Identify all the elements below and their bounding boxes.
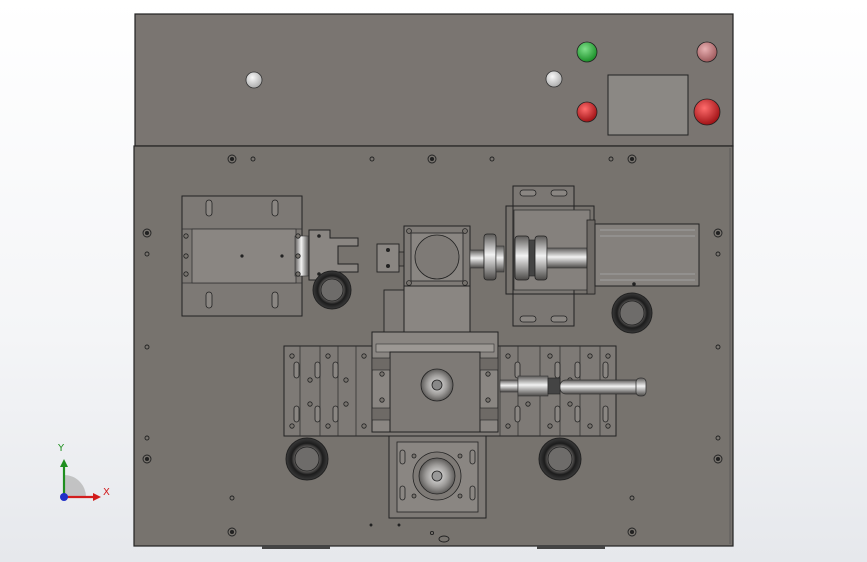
y-axis-label: Y	[58, 443, 65, 454]
center-motor-assembly	[376, 225, 471, 335]
display-screen	[607, 74, 689, 136]
z-axis-origin-icon	[60, 493, 68, 501]
control-panel	[134, 13, 734, 147]
base-foot-right	[537, 545, 605, 549]
right-drive-assembly	[469, 185, 700, 327]
x-axis-label: X	[103, 487, 110, 498]
pink-indicator-icon	[696, 41, 718, 63]
left-knob-icon[interactable]	[245, 71, 263, 89]
triad-xy-plane-icon	[64, 475, 86, 497]
emergency-stop-button-icon[interactable]	[693, 98, 721, 126]
base-foot-left	[262, 545, 330, 549]
linear-rail-table	[283, 331, 647, 437]
red-stop-button-icon[interactable]	[576, 101, 598, 123]
mounting-screws	[142, 154, 723, 543]
left-gripper-module	[181, 195, 359, 317]
green-start-button-icon[interactable]	[576, 41, 598, 63]
right-knob-icon[interactable]	[545, 70, 563, 88]
lower-spindle-module	[388, 435, 487, 519]
coordinate-triad	[60, 459, 101, 501]
